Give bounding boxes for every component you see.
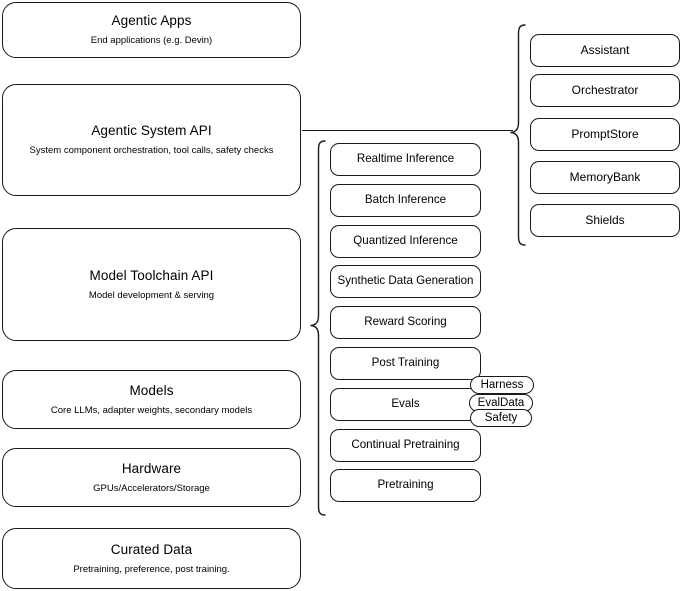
- component-label: PromptStore: [571, 127, 639, 141]
- capability-label: Batch Inference: [364, 193, 447, 207]
- evals-tag-label: Safety: [484, 412, 518, 424]
- component-box-shields[interactable]: Shields: [530, 204, 680, 237]
- layer-box-agentic-apps[interactable]: Agentic Apps End applications (e.g. Devi…: [2, 2, 301, 58]
- capability-box-post-training[interactable]: Post Training: [330, 347, 481, 380]
- evals-tag-harness[interactable]: Harness: [470, 376, 534, 394]
- connector-agentic-system-api-to-components: [302, 130, 513, 132]
- capability-box-evals[interactable]: Evals: [330, 388, 481, 421]
- capability-label: Evals: [391, 397, 420, 411]
- capability-label: Realtime Inference: [356, 152, 455, 166]
- component-label: Orchestrator: [571, 83, 639, 97]
- component-box-assistant[interactable]: Assistant: [530, 34, 680, 67]
- component-box-orchestrator[interactable]: Orchestrator: [530, 74, 680, 107]
- layer-subtitle: GPUs/Accelerators/Storage: [93, 482, 210, 494]
- component-label: Assistant: [580, 43, 630, 57]
- layer-box-models[interactable]: Models Core LLMs, adapter weights, secon…: [2, 370, 301, 429]
- capability-box-synthetic-data-generation[interactable]: Synthetic Data Generation: [330, 265, 481, 298]
- component-label: MemoryBank: [569, 170, 641, 184]
- capability-label: Continual Pretraining: [351, 438, 460, 452]
- layer-subtitle: Model development & serving: [88, 289, 215, 301]
- capability-label: Reward Scoring: [364, 315, 447, 329]
- component-box-memorybank[interactable]: MemoryBank: [530, 161, 680, 194]
- layer-title: Curated Data: [110, 541, 193, 557]
- evals-tag-safety[interactable]: Safety: [470, 409, 532, 427]
- layer-subtitle: System component orchestration, tool cal…: [29, 145, 274, 156]
- capability-box-pretraining[interactable]: Pretraining: [330, 469, 481, 502]
- layer-title: Agentic Apps: [111, 13, 192, 29]
- capability-box-batch-inference[interactable]: Batch Inference: [330, 184, 481, 217]
- capability-box-realtime-inference[interactable]: Realtime Inference: [330, 143, 481, 176]
- layer-title: Hardware: [121, 460, 182, 476]
- capability-box-quantized-inference[interactable]: Quantized Inference: [330, 225, 481, 258]
- layer-subtitle: End applications (e.g. Devin): [90, 35, 213, 46]
- capability-box-reward-scoring[interactable]: Reward Scoring: [330, 306, 481, 339]
- evals-tag-label: Harness: [480, 379, 524, 391]
- component-label: Shields: [585, 213, 625, 227]
- capability-box-continual-pretraining[interactable]: Continual Pretraining: [330, 429, 481, 462]
- layer-subtitle: Pretraining, preference, post training.: [73, 563, 230, 575]
- brace-system-components: [510, 24, 526, 246]
- layer-subtitle: Core LLMs, adapter weights, secondary mo…: [50, 404, 253, 416]
- capability-label: Pretraining: [377, 478, 434, 492]
- layer-title: Models: [129, 382, 174, 398]
- evals-tag-label: EvalData: [477, 397, 525, 409]
- layer-box-model-toolchain-api[interactable]: Model Toolchain API Model development & …: [2, 228, 301, 341]
- capability-label: Synthetic Data Generation: [337, 274, 474, 288]
- capability-label: Quantized Inference: [353, 234, 458, 248]
- layer-box-hardware[interactable]: Hardware GPUs/Accelerators/Storage: [2, 448, 301, 507]
- component-box-promptstore[interactable]: PromptStore: [530, 118, 680, 151]
- capability-label: Post Training: [371, 356, 440, 370]
- layer-box-curated-data[interactable]: Curated Data Pretraining, preference, po…: [2, 528, 301, 589]
- layer-box-agentic-system-api[interactable]: Agentic System API System component orch…: [2, 84, 301, 196]
- layer-title: Model Toolchain API: [89, 267, 214, 283]
- brace-toolchain-capabilities: [310, 140, 326, 516]
- layer-title: Agentic System API: [91, 123, 212, 139]
